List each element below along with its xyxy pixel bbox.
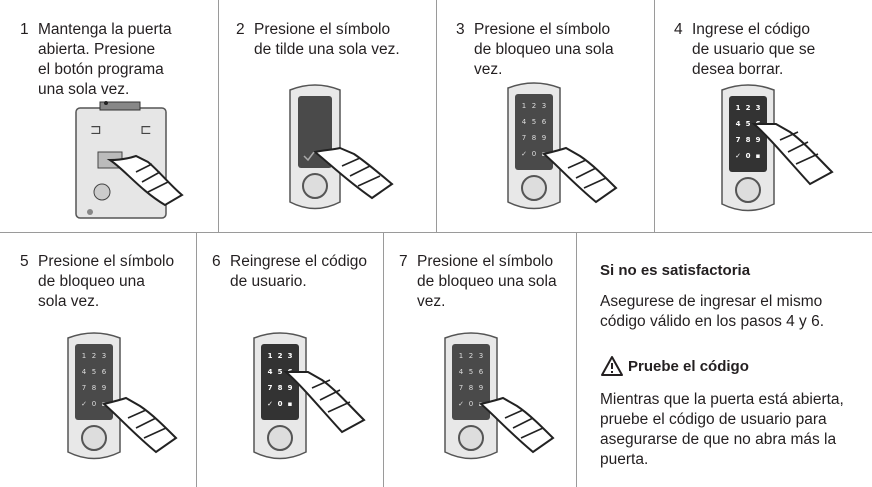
svg-text:8: 8 [92,384,96,392]
svg-text:✓: ✓ [458,400,464,408]
step-number: 5 [20,253,29,270]
svg-text:▪: ▪ [756,152,761,160]
svg-text:2: 2 [92,352,96,360]
keypad-illustration: 123 456 789 ✓0▪ [60,328,196,478]
svg-text:0: 0 [746,152,751,160]
svg-text:3: 3 [756,104,761,112]
svg-text:1: 1 [82,352,86,360]
keypad-illustration: 123 456 789 ✓0▪ [246,328,382,478]
svg-text:3: 3 [542,102,546,110]
step-number: 2 [236,21,245,38]
panel-paragraph: Mientras que la puerta está abierta, pru… [600,391,844,468]
step-text: Ingrese el código de usuario que se dese… [692,21,816,78]
svg-text:5: 5 [92,368,96,376]
step-text: Presione el símbolo de bloqueo una sola … [474,21,614,78]
svg-text:0: 0 [532,150,536,158]
svg-text:▪: ▪ [288,400,293,408]
svg-text:4: 4 [82,368,87,376]
svg-text:8: 8 [469,384,473,392]
svg-text:5: 5 [746,120,751,128]
svg-text:0: 0 [278,400,283,408]
svg-text:✓: ✓ [267,400,273,408]
svg-text:0: 0 [469,400,473,408]
warning-triangle-icon [600,355,624,377]
divider [196,232,197,487]
troubleshoot-panel: Si no es satisfactoria Asegurese de ingr… [600,262,868,484]
svg-text:1: 1 [522,102,526,110]
svg-text:⊐: ⊐ [90,122,102,138]
step-number: 4 [674,21,683,38]
svg-text:6: 6 [542,118,547,126]
keypad-illustration: 123 456 789 ✓0▪ [437,328,573,478]
svg-text:6: 6 [479,368,484,376]
warning-title: Pruebe el código [628,358,749,375]
step-number: 6 [212,253,221,270]
svg-text:7: 7 [82,384,86,392]
svg-text:9: 9 [102,384,106,392]
step-3: 3 Presione el símbolo de bloqueo una sol… [456,20,654,230]
svg-text:2: 2 [746,104,751,112]
step-2: 2 Presione el símbolo de tilde una sola … [236,20,436,230]
panel-paragraph: Asegurese de ingresar el mismo código vá… [600,293,825,330]
svg-text:8: 8 [746,136,751,144]
divider [436,0,437,232]
svg-text:1: 1 [268,352,273,360]
divider [383,232,384,487]
svg-text:9: 9 [542,134,546,142]
svg-text:6: 6 [102,368,107,376]
step-text: Presione el símbolo de tilde una sola ve… [254,21,400,58]
step-number: 3 [456,21,465,38]
svg-text:5: 5 [532,118,536,126]
step-text: Presione el símbolo de bloqueo una sola … [417,253,557,310]
panel-title: Si no es satisfactoria [600,262,751,279]
step-5: 5 Presione el símbolo de bloqueo una sol… [20,252,196,487]
step-number: 7 [399,253,408,270]
step-1: 1 Mantenga la puerta abierta. Presione e… [20,20,215,230]
step-7: 7 Presione el símbolo de bloqueo una sol… [399,252,576,487]
step-number: 1 [20,21,29,38]
svg-text:1: 1 [459,352,463,360]
svg-text:✓: ✓ [521,150,527,158]
svg-text:4: 4 [268,368,273,376]
keypad-illustration: 123 456 789 ✓0▪ [714,80,854,230]
svg-text:1: 1 [736,104,741,112]
svg-text:9: 9 [479,384,483,392]
svg-text:4: 4 [459,368,464,376]
svg-text:7: 7 [268,384,273,392]
svg-text:3: 3 [288,352,293,360]
divider [654,0,655,232]
svg-text:⊏: ⊏ [140,122,152,138]
svg-text:0: 0 [92,400,96,408]
divider [0,232,872,233]
step-text: Presione el símbolo de bloqueo una sola … [38,253,175,310]
svg-text:5: 5 [469,368,473,376]
svg-text:8: 8 [532,134,536,142]
lock-back-illustration: ⊐ ⊏ [70,100,190,230]
svg-text:✓: ✓ [735,152,741,160]
svg-text:7: 7 [459,384,463,392]
divider [218,0,219,232]
svg-text:9: 9 [288,384,293,392]
svg-text:2: 2 [278,352,283,360]
svg-text:7: 7 [736,136,741,144]
svg-text:7: 7 [522,134,526,142]
svg-text:3: 3 [102,352,106,360]
svg-text:✓: ✓ [81,400,87,408]
svg-text:2: 2 [469,352,473,360]
svg-text:9: 9 [756,136,761,144]
lock-front-illustration [280,80,410,230]
svg-text:5: 5 [278,368,283,376]
step-text: Mantenga la puerta abierta. Presione el … [38,21,172,98]
step-4: 4 Ingrese el código de usuario que se de… [674,20,872,230]
svg-text:3: 3 [479,352,483,360]
divider [576,232,577,487]
keypad-illustration: 123 456 789 ✓0▪ [500,78,640,233]
svg-text:8: 8 [278,384,283,392]
svg-text:4: 4 [736,120,741,128]
step-text: Reingrese el código de usuario. [230,253,368,290]
svg-text:2: 2 [532,102,536,110]
svg-text:4: 4 [522,118,527,126]
